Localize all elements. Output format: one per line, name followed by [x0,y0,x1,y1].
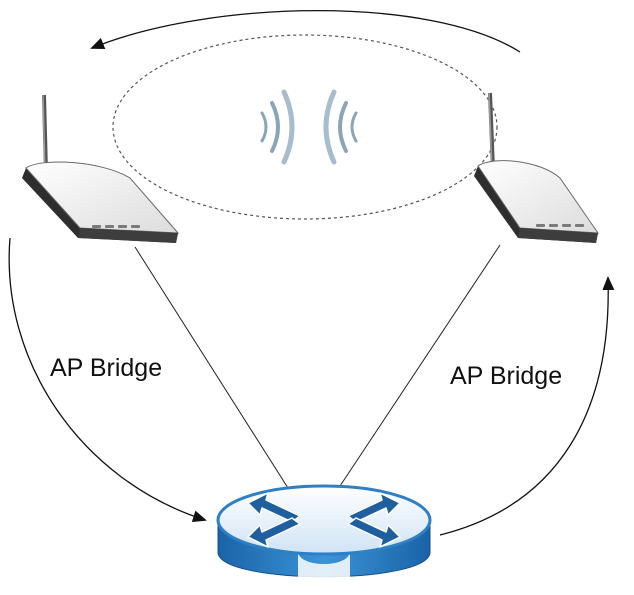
right-link-label: AP Bridge [450,362,563,390]
wireless-waves-icon [260,89,358,165]
left-link-label: AP Bridge [50,354,163,382]
right-arrow [439,276,615,536]
left-arrow [8,237,207,523]
switch-icon [216,484,432,583]
top-arrow [90,9,521,53]
right-access-point-icon [474,92,599,243]
left-ap-link-line [134,246,289,489]
right-ap-link-line [339,244,501,487]
wireless-link-ellipse [112,34,498,220]
left-access-point-icon [22,94,180,243]
